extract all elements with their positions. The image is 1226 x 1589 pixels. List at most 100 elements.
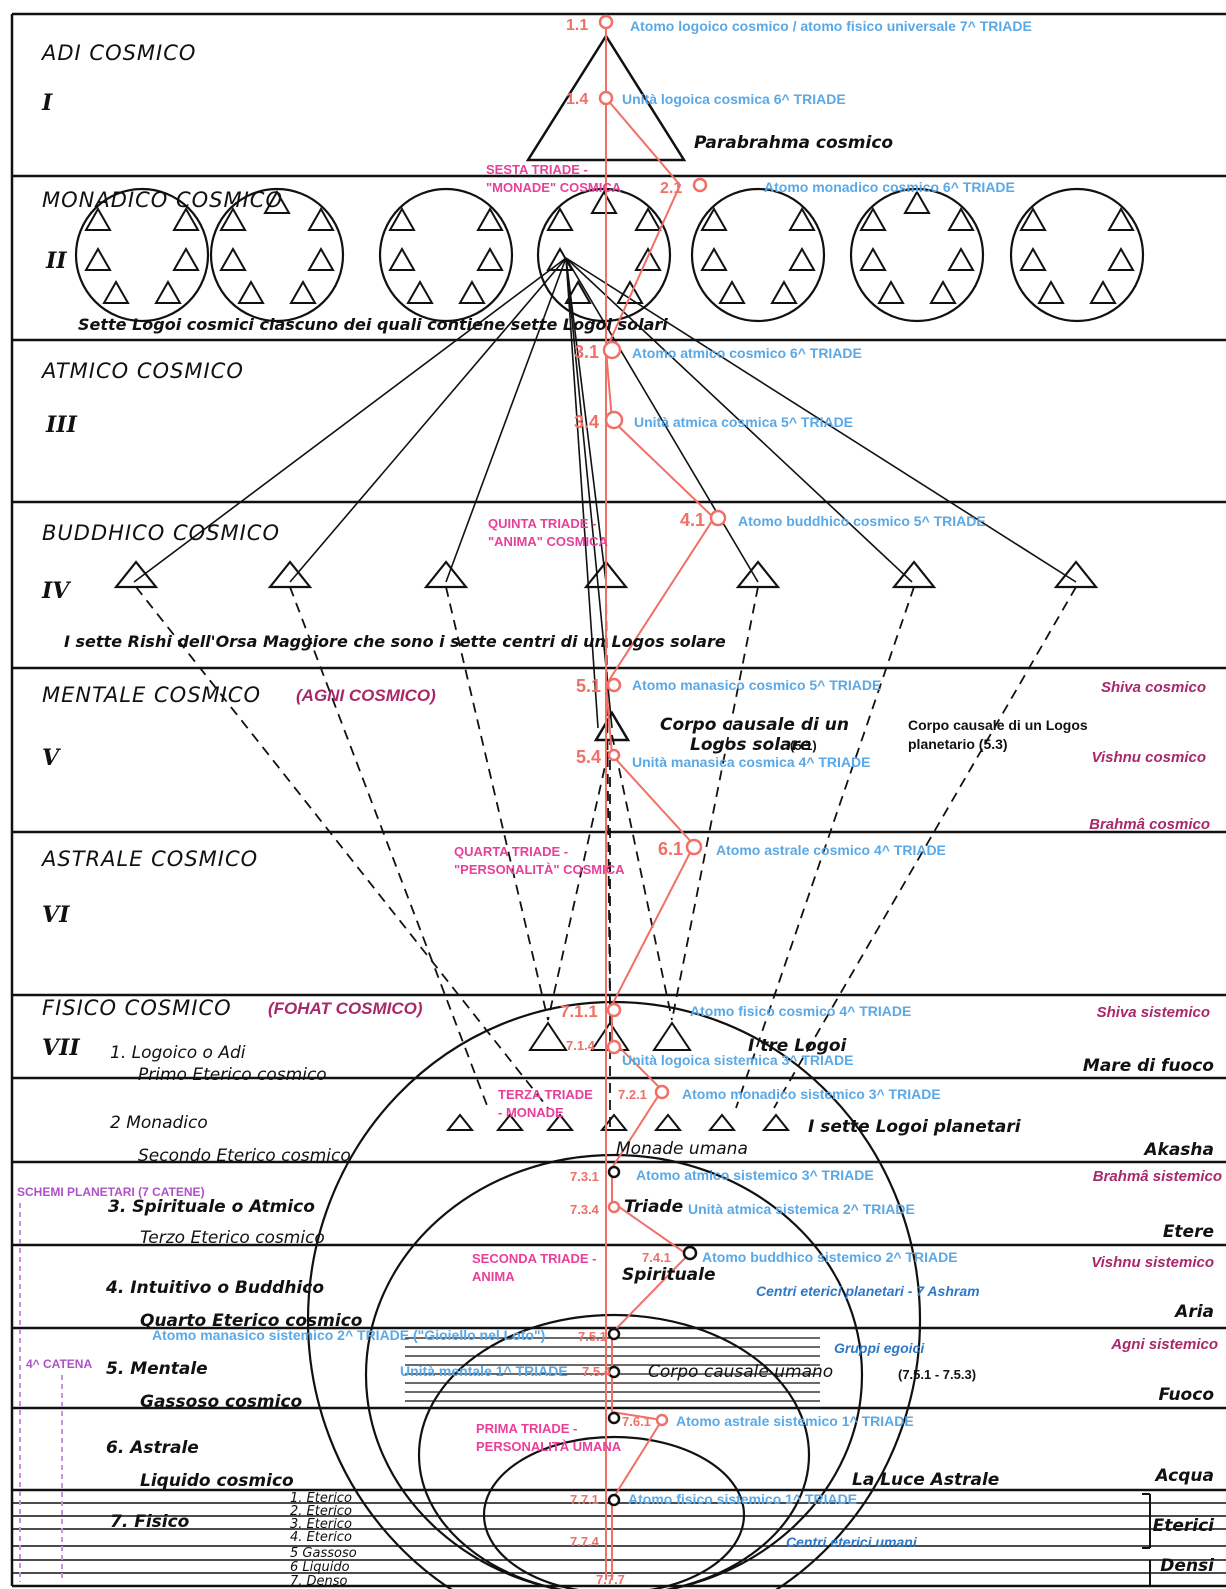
element-aria: Aria [1173, 1302, 1214, 1322]
causal-triangle [593, 710, 631, 742]
subplane-7-l1: 7. Fisico [110, 1512, 190, 1532]
node-1-1-num: 1.1 [566, 17, 588, 34]
node-7-6-1-num: 7.6.1 [622, 1414, 651, 1429]
small-triangle [564, 279, 592, 304]
subplane-6-l1: 6. Astrale [106, 1438, 199, 1458]
corpo-causale-planetario-1: Corpo causale di un Logos [908, 717, 1088, 733]
small-triangle [307, 246, 335, 271]
corpo-causale-solare-2: Logos solare [690, 735, 811, 755]
node-4-1-label: Atomo buddhico cosmico 5^ TRIADE [738, 513, 986, 529]
small-triangle [289, 279, 317, 304]
small-triangle [219, 206, 247, 231]
bracket [1142, 1493, 1151, 1586]
vishnu-sistemico: Vishnu sistemico [1091, 1254, 1214, 1271]
node-7-5-4-label: Unità mentale 1^ TRIADE [400, 1363, 568, 1379]
nested-circles [306, 1000, 922, 1589]
parabrahma-text: Parabrahma cosmico [694, 133, 893, 153]
corpo-causale-solare-num: (5.1) [790, 738, 817, 753]
phys-sub-1: 1. Eterico [290, 1491, 352, 1506]
corpo-causale-umano-num: (7.5.1 - 7.5.3) [898, 1367, 976, 1382]
node-6-1-num: 6.1 [658, 839, 683, 859]
small-triangle [546, 206, 574, 231]
node-7-2-1-num: 7.2.1 [618, 1087, 647, 1102]
node-5-4-label: Unità manasica cosmica 4^ TRIADE [632, 754, 871, 770]
small-triangle [388, 206, 416, 231]
small-triangle [237, 279, 265, 304]
spirituale-text: Spirituale [622, 1265, 716, 1285]
vishnu-cosmico: Vishnu cosmico [1092, 749, 1206, 766]
triad-nodes: 1.1 Atomo logoico cosmico / atomo fisico… [152, 17, 1032, 1587]
quinta-triade-1: QUINTA TRIADE - [488, 516, 596, 531]
node-3-1-num: 3.1 [574, 342, 599, 362]
node-7-4-1-num: 7.4.1 [642, 1250, 671, 1265]
corpo-causale-planetario-2: planetario (5.3) [908, 736, 1008, 752]
small-triangle [84, 206, 112, 231]
small-triangle [634, 206, 662, 231]
plane-title-1: ADI COSMICO [40, 41, 196, 65]
small-triangle [1089, 279, 1117, 304]
element-fuoco: Fuoco [1158, 1385, 1214, 1405]
sette-logoi-planetari-text: I sette Logoi planetari [808, 1117, 1022, 1137]
luce-astrale-text: La Luce Astrale [852, 1470, 999, 1490]
element-akasha: Akasha [1142, 1140, 1214, 1160]
black-annotations: Parabrahma cosmico Sette Logoi cosmici c… [64, 133, 1088, 1490]
triad-path [604, 24, 716, 1580]
plane-extra-7: (FOHAT COSMICO) [268, 999, 423, 1018]
element-densi: Densi [1160, 1556, 1215, 1576]
node-4-1-num: 4.1 [680, 510, 705, 530]
node-7-1-1-label: Atomo fisico cosmico 4^ TRIADE [690, 1003, 911, 1019]
node-7-2-1-label: Atomo monadico sistemico 3^ TRIADE [682, 1086, 941, 1102]
subplane-2-l2: Secondo Eterico cosmico [138, 1146, 351, 1166]
node-7-6-1-label: Atomo astrale sistemico 1^ TRIADE [676, 1413, 914, 1429]
node-7-4-1-label: Atomo buddhico sistemico 2^ TRIADE [702, 1249, 958, 1265]
small-triangle [84, 246, 112, 271]
physical-subplane-names: 1. Eterico 2. Eterico 3. Eterico 4. Eter… [290, 1491, 357, 1589]
subplane-labels: 1. Logoico o Adi Primo Eterico cosmico 2… [105, 1043, 363, 1532]
subplane-3-l2: Terzo Eterico cosmico [140, 1228, 325, 1248]
small-triangle [788, 246, 816, 271]
phys-sub-6: 6 Liquido [290, 1560, 350, 1575]
node-7-3-1-label: Atomo atmico sistemico 3^ TRIADE [636, 1167, 874, 1183]
subplane-3-l1: 3. Spirituale o Atmico [108, 1197, 315, 1217]
solid-rays [133, 257, 1077, 729]
node-3-4-label: Unità atmica cosmica 5^ TRIADE [634, 414, 853, 430]
pink-triad-labels: SESTA TRIADE - "MONADE" COSMICA QUINTA T… [454, 162, 625, 1454]
small-triangle [154, 279, 182, 304]
centri-eterici-umani: Centri eterici umani [786, 1534, 918, 1550]
small-triangle [307, 206, 335, 231]
plane-title-4: BUDDHICO COSMICO [42, 521, 280, 545]
node-7-3-1-num: 7.3.1 [570, 1169, 599, 1184]
brahma-sistemico: Brahmâ sistemico [1093, 1168, 1222, 1185]
node-7-1-4-num: 7.1.4 [566, 1038, 596, 1053]
small-triangle [947, 206, 975, 231]
plane-extra-5: (AGNI COSMICO) [296, 686, 436, 705]
node-7-1-4-label: Unità logoica sistemica 3^ TRIADE [622, 1052, 853, 1068]
plane-roman-4: IV [41, 578, 71, 604]
node-7-5-1-label: Atomo manasico sistemico 2^ TRIADE ("Gio… [152, 1327, 545, 1343]
subplane-5-l2: Gassoso cosmico [140, 1392, 303, 1412]
node-5-1-num: 5.1 [576, 676, 601, 696]
element-etere: Etere [1163, 1222, 1214, 1242]
sesta-triade-1: SESTA TRIADE - [486, 162, 588, 177]
schemi-planetari: SCHEMI PLANETARI (7 CATENE) [17, 1185, 205, 1199]
blue-italic-labels: Centri eterici planetari - 7 Ashram Grup… [756, 1283, 980, 1550]
node-7-7-7-num: 7.7.7 [596, 1572, 625, 1587]
quarta-triade-2: "PERSONALITÀ" COSMICA [454, 862, 625, 877]
phys-sub-5: 5 Gassoso [290, 1546, 357, 1561]
quinta-triade-2: "ANIMA" COSMICA [488, 534, 609, 549]
node-6-1-label: Atomo astrale cosmico 4^ TRIADE [716, 842, 946, 858]
node-5-1-label: Atomo manasico cosmico 5^ TRIADE [632, 677, 881, 693]
purple-labels: SCHEMI PLANETARI (7 CATENE) 4^ CATENA [17, 1185, 205, 1582]
brahma-cosmico: Brahmâ cosmico [1089, 816, 1210, 833]
physical-subplane-lines [12, 1502, 1226, 1574]
node-2-1-label: Atomo monadico cosmico 6^ TRIADE [764, 179, 1015, 195]
small-triangle [700, 206, 728, 231]
plane-roman-7: VII [42, 1035, 80, 1061]
small-triangle [219, 246, 247, 271]
quarta-catena: 4^ CATENA [26, 1357, 92, 1371]
maroon-labels: Shiva cosmico Vishnu cosmico Brahmâ cosm… [1089, 679, 1222, 1353]
node-1-4-num: 1.4 [566, 91, 588, 108]
subplane-2-l1: 2 Monadico [110, 1113, 208, 1133]
element-mare-di-fuoco: Mare di fuoco [1083, 1056, 1214, 1076]
